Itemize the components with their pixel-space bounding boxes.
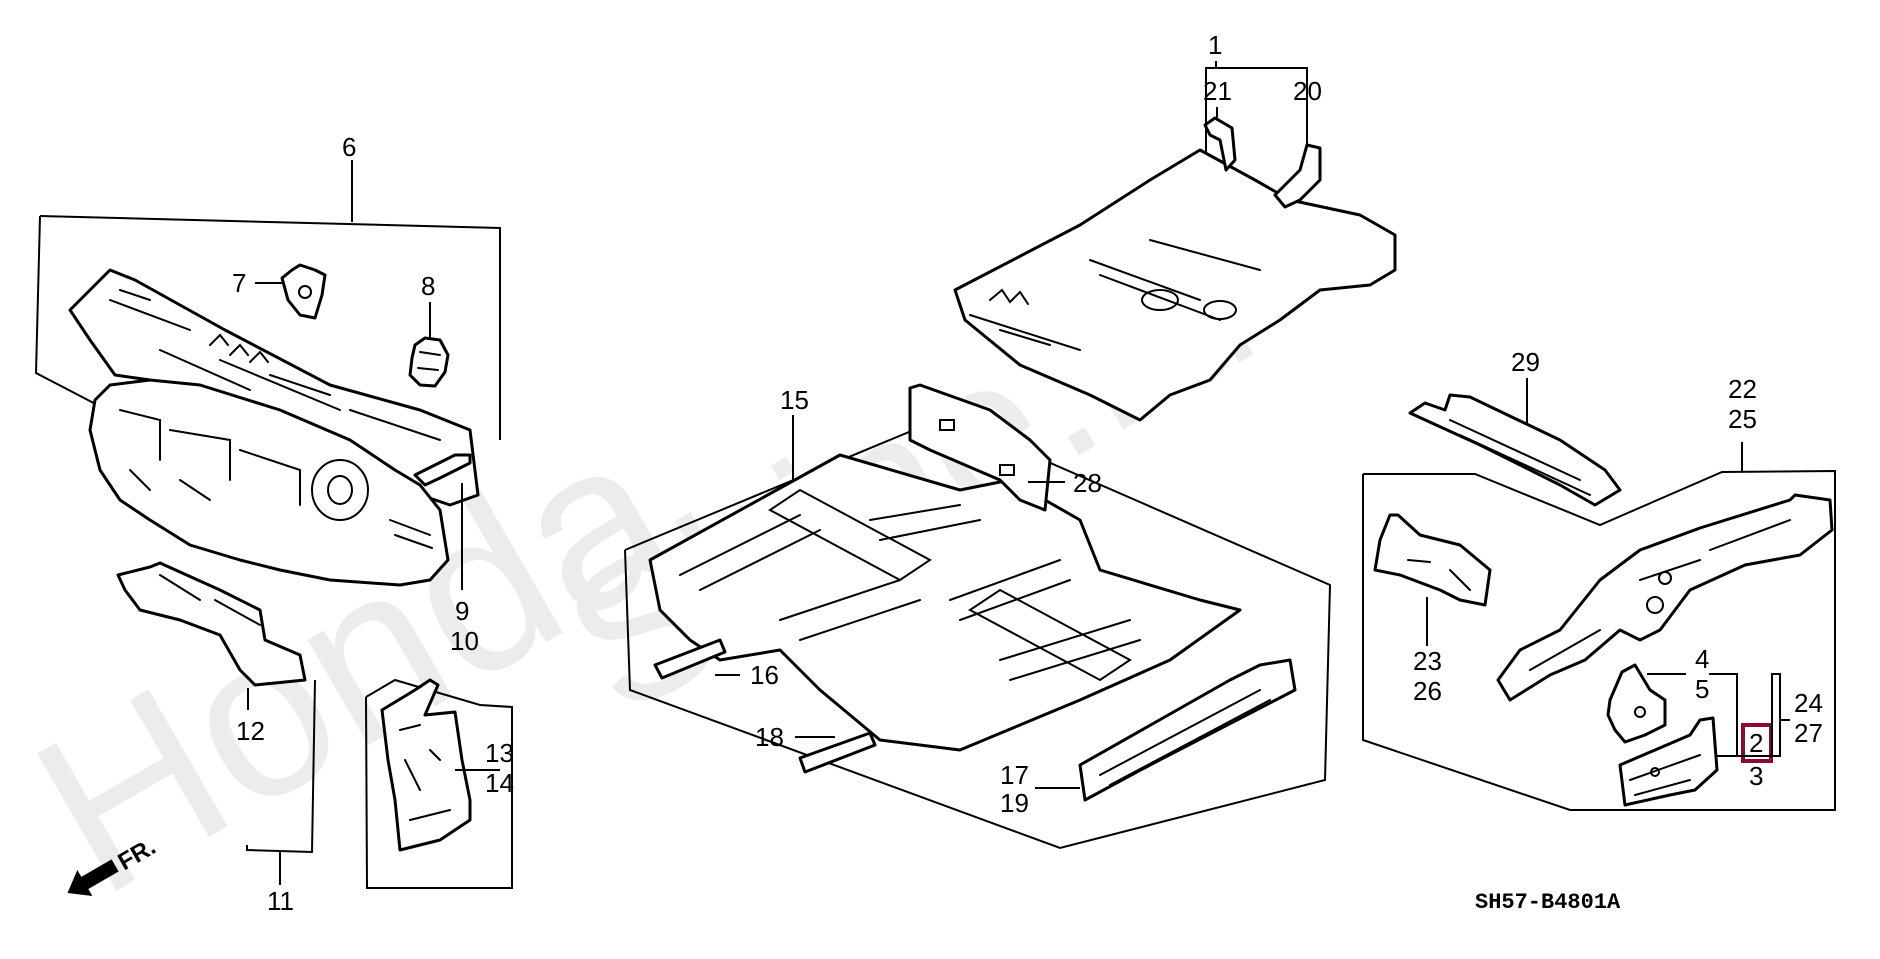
part-7-bracket[interactable] [280, 263, 327, 320]
callout-2[interactable]: 2 [1749, 728, 1763, 758]
callout-9[interactable]: 9 [455, 596, 469, 626]
part-28-panel[interactable] [908, 383, 1052, 512]
part-4-5-bracket[interactable] [1606, 663, 1667, 744]
callout-10[interactable]: 10 [450, 626, 479, 656]
part-17-19-side-sill[interactable] [1078, 658, 1297, 802]
callout-23[interactable]: 23 [1413, 646, 1442, 676]
part-9-10-strip[interactable] [413, 453, 472, 487]
part-rear-floor[interactable] [953, 148, 1397, 422]
part-29-crossmember[interactable] [1408, 393, 1622, 507]
front-arrow-icon [67, 859, 119, 896]
callout-29[interactable]: 29 [1511, 347, 1540, 377]
part-16-rail[interactable] [653, 638, 727, 680]
part-20-bracket[interactable] [1273, 143, 1322, 209]
diagram-code: SH57-B4801A [1475, 890, 1621, 915]
callout-22[interactable]: 22 [1728, 374, 1757, 404]
callout-25[interactable]: 25 [1728, 404, 1757, 434]
callout-17[interactable]: 17 [1000, 760, 1029, 790]
callout-26[interactable]: 26 [1413, 676, 1442, 706]
part-18-rail[interactable] [798, 731, 877, 774]
part-dashboard[interactable] [88, 378, 450, 587]
callout-1[interactable]: 1 [1208, 30, 1222, 60]
callout-27[interactable]: 27 [1794, 718, 1823, 748]
callout-13[interactable]: 13 [485, 738, 514, 768]
callout-20[interactable]: 20 [1293, 76, 1322, 106]
callout-28[interactable]: 28 [1073, 468, 1102, 498]
part-a-pillar[interactable] [380, 678, 472, 852]
callout-16[interactable]: 16 [750, 660, 779, 690]
part-21-bracket[interactable] [1203, 116, 1237, 172]
part-rear-frame[interactable] [1496, 493, 1834, 702]
callout-5[interactable]: 5 [1695, 674, 1709, 704]
callout-12[interactable]: 12 [236, 716, 265, 746]
callout-11[interactable]: 11 [267, 886, 294, 916]
callout-18[interactable]: 18 [755, 722, 784, 752]
callout-21[interactable]: 21 [1203, 76, 1232, 106]
callout-14[interactable]: 14 [485, 768, 514, 798]
callout-8[interactable]: 8 [421, 271, 435, 301]
part-2-3-bracket[interactable] [1618, 716, 1719, 807]
callout-4[interactable]: 4 [1695, 644, 1709, 674]
callout-6[interactable]: 6 [342, 132, 356, 162]
part-23-26-bracket[interactable] [1373, 513, 1492, 607]
part-12-crossmember[interactable] [116, 561, 307, 687]
part-8-bracket[interactable] [408, 336, 450, 388]
callout-3[interactable]: 3 [1749, 761, 1763, 791]
callout-24[interactable]: 24 [1794, 688, 1823, 718]
callout-7[interactable]: 7 [232, 268, 246, 298]
callout-19[interactable]: 19 [1000, 788, 1029, 818]
callout-15[interactable]: 15 [780, 385, 809, 415]
part-cowl-top[interactable] [68, 268, 480, 507]
